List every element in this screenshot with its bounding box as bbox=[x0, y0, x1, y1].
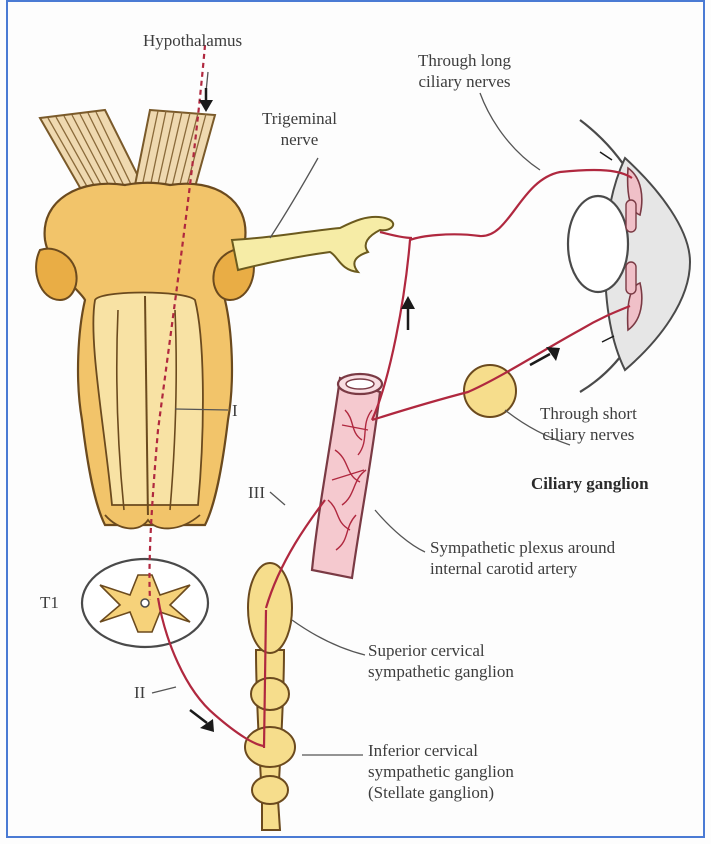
superior-line-1: Superior cervical bbox=[368, 640, 514, 661]
short-ciliary-line-1: Through short bbox=[540, 403, 637, 424]
neuron-three-text: III bbox=[248, 482, 265, 503]
hypothalamus-text: Hypothalamus bbox=[143, 30, 242, 51]
long-ciliary-line-2: ciliary nerves bbox=[418, 71, 511, 92]
hypothalamus-label: Hypothalamus bbox=[143, 30, 242, 51]
t1-text: T1 bbox=[40, 592, 59, 613]
t1-label: T1 bbox=[40, 592, 59, 613]
inferior-line-2: sympathetic ganglion bbox=[368, 761, 514, 782]
eye bbox=[568, 120, 690, 392]
sympathetic-plexus-label: Sympathetic plexus around internal carot… bbox=[430, 537, 615, 579]
internal-carotid-artery bbox=[312, 374, 382, 578]
trigeminal-line-2: nerve bbox=[262, 129, 337, 150]
short-ciliary-line-2: ciliary nerves bbox=[540, 424, 637, 445]
sympathetic-trunk bbox=[245, 563, 295, 830]
plexus-line-1: Sympathetic plexus around bbox=[430, 537, 615, 558]
long-ciliary-nerves-label: Through long ciliary nerves bbox=[418, 50, 511, 92]
first-order-neuron-label: I bbox=[232, 400, 238, 421]
neuron-two-text: II bbox=[134, 682, 145, 703]
ciliary-ganglion-text: Ciliary ganglion bbox=[531, 473, 649, 494]
spinal-cord-t1 bbox=[82, 559, 208, 647]
trigeminal-line-1: Trigeminal bbox=[262, 108, 337, 129]
trigeminal-branch-path bbox=[380, 232, 412, 238]
ciliary-ganglion-label: Ciliary ganglion bbox=[531, 473, 649, 494]
second-order-neuron-label: II bbox=[134, 682, 145, 703]
third-order-neuron-label: III bbox=[248, 482, 265, 503]
short-ciliary-nerves-label: Through short ciliary nerves bbox=[540, 403, 637, 445]
superior-cervical-ganglion-label: Superior cervical sympathetic ganglion bbox=[368, 640, 514, 682]
long-ciliary-line-1: Through long bbox=[418, 50, 511, 71]
inferior-line-3: (Stellate ganglion) bbox=[368, 782, 514, 803]
brainstem bbox=[36, 183, 254, 529]
plexus-line-2: internal carotid artery bbox=[430, 558, 615, 579]
trigeminal-nerve-label: Trigeminal nerve bbox=[262, 108, 337, 150]
superior-line-2: sympathetic ganglion bbox=[368, 661, 514, 682]
inferior-cervical-ganglion-label: Inferior cervical sympathetic ganglion (… bbox=[368, 740, 514, 803]
inferior-line-1: Inferior cervical bbox=[368, 740, 514, 761]
trigeminal-nerve bbox=[232, 217, 393, 272]
neuron-one-text: I bbox=[232, 400, 238, 421]
